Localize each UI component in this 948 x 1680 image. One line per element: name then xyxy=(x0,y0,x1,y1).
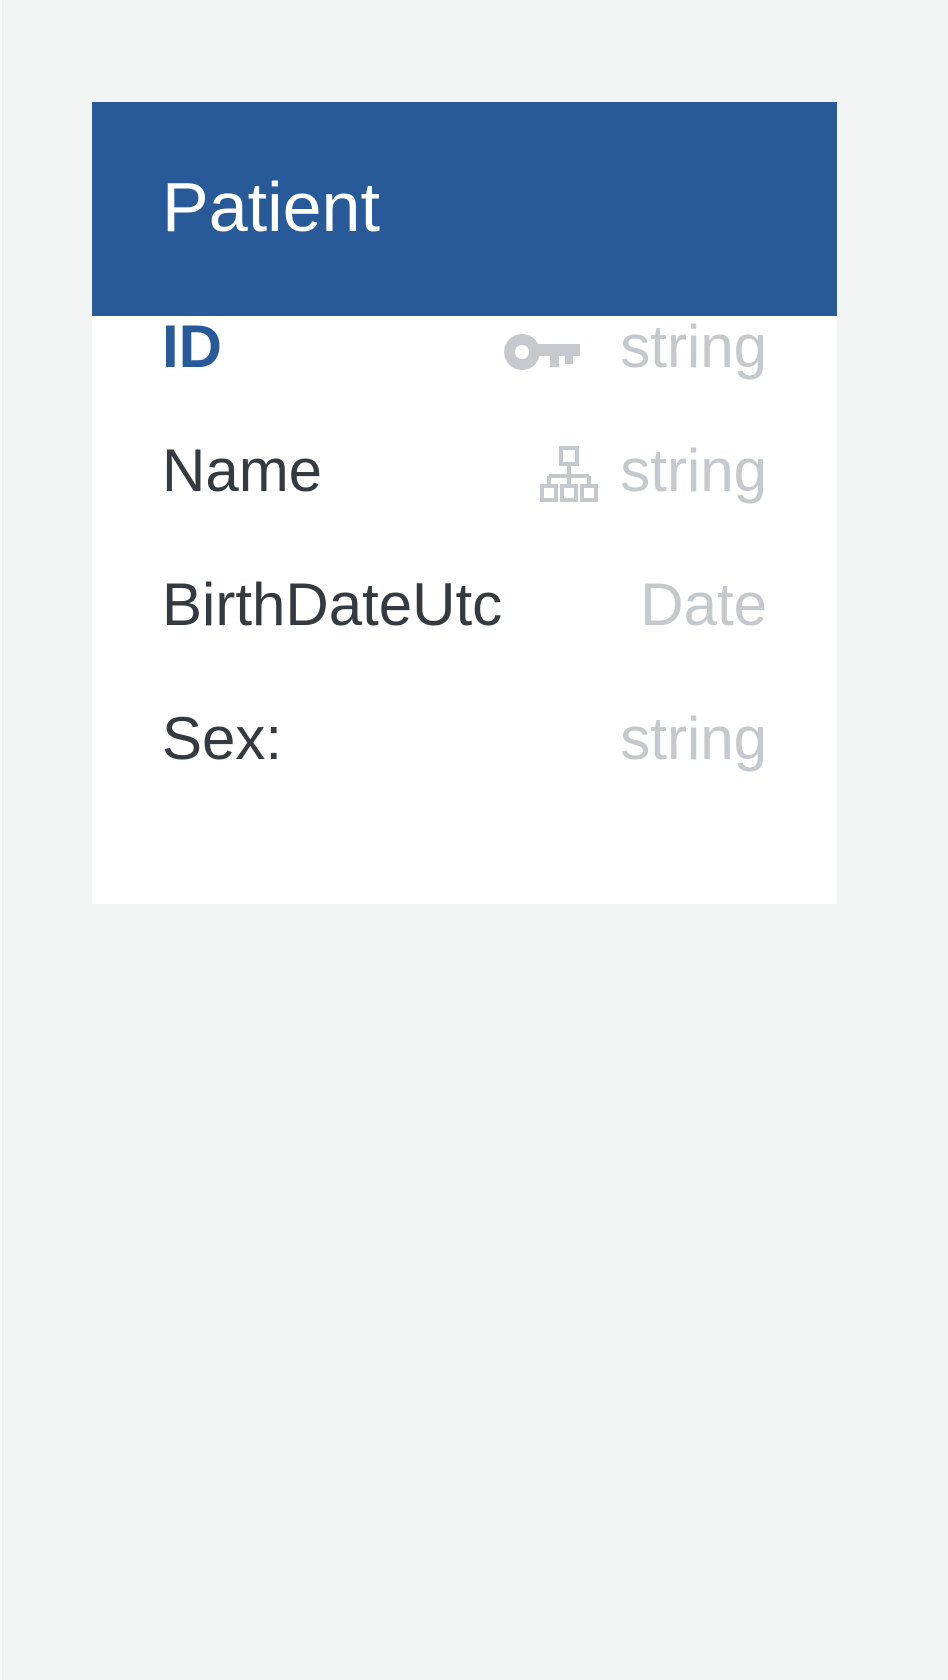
entity-card-patient[interactable]: Patient ID string Name string BirthDateU… xyxy=(92,102,837,904)
field-row-id[interactable]: ID string xyxy=(92,296,837,406)
entity-title: Patient xyxy=(162,168,380,246)
field-row-name[interactable]: Name string xyxy=(92,420,837,530)
field-name-id: ID xyxy=(162,313,222,380)
field-row-sex[interactable]: Sex: string xyxy=(92,688,837,798)
field-name-name: Name xyxy=(162,437,323,504)
hierarchy-icon xyxy=(540,446,598,502)
key-icon xyxy=(504,334,580,370)
field-type-name: string xyxy=(620,437,767,504)
field-type-sex: string xyxy=(620,705,767,772)
field-name-birthdateutc: BirthDateUtc xyxy=(162,571,503,638)
field-row-birthdateutc[interactable]: BirthDateUtc Date xyxy=(92,554,837,664)
field-type-id: string xyxy=(620,313,767,380)
field-type-birthdateutc: Date xyxy=(640,571,767,638)
field-name-sex: Sex: xyxy=(162,705,283,772)
canvas-edge xyxy=(0,0,2,1680)
entity-header: Patient xyxy=(92,102,837,316)
